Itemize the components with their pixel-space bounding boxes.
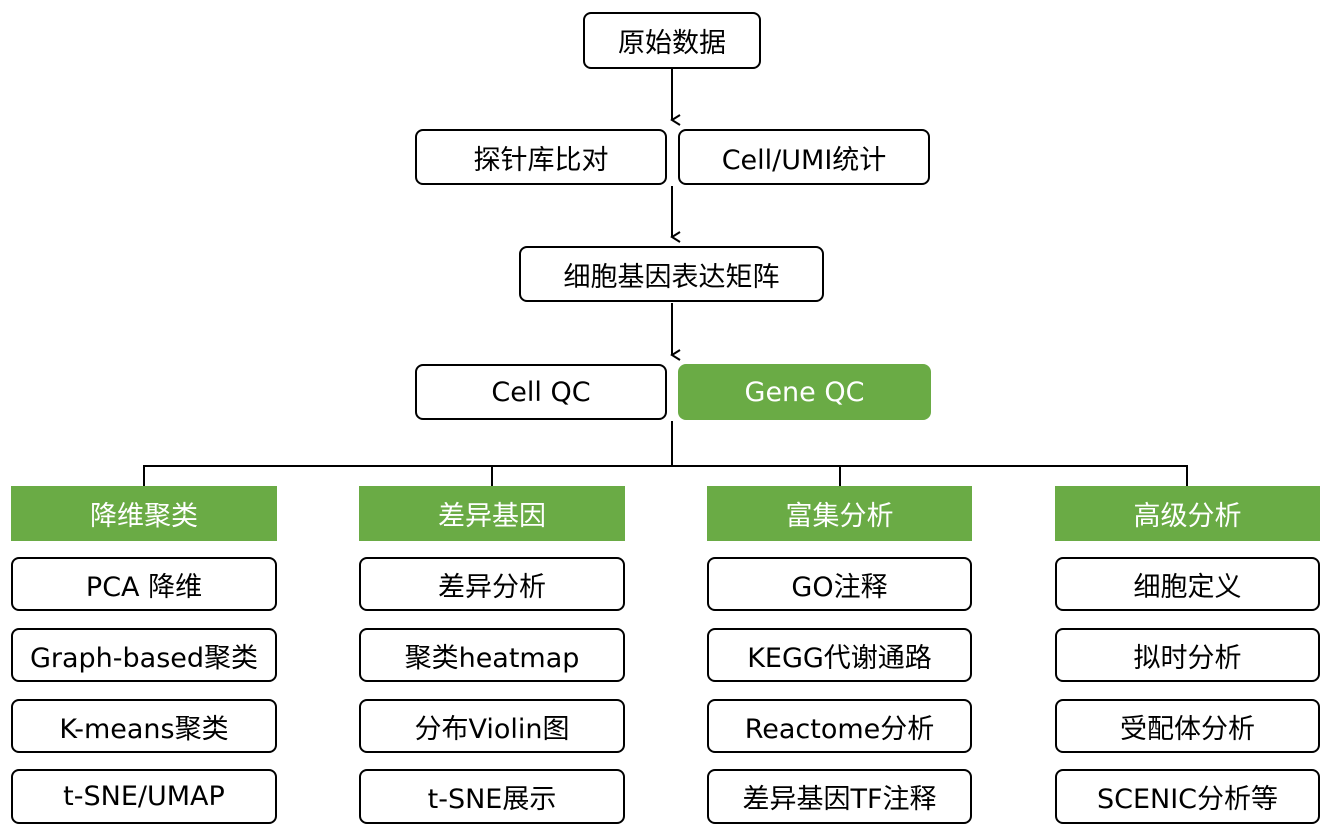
list-item: K-means聚类 xyxy=(11,699,277,753)
gene-qc-node: Gene QC xyxy=(678,364,931,420)
list-item: 分布Violin图 xyxy=(359,699,625,753)
list-item: t-SNE/UMAP xyxy=(11,769,277,824)
expression-matrix-node: 细胞基因表达矩阵 xyxy=(519,246,824,302)
list-item: PCA 降维 xyxy=(11,557,277,611)
column-header-deg: 差异基因 xyxy=(359,486,625,541)
list-item: Reactome分析 xyxy=(707,699,972,753)
list-item: GO注释 xyxy=(707,557,972,611)
column-header-dimred: 降维聚类 xyxy=(11,486,277,541)
list-item: 拟时分析 xyxy=(1055,628,1320,682)
cell-qc-node: Cell QC xyxy=(415,364,667,420)
list-item: KEGG代谢通路 xyxy=(707,628,972,682)
column-header-enrichment: 富集分析 xyxy=(707,486,972,541)
list-item: 受配体分析 xyxy=(1055,699,1320,753)
list-item: 聚类heatmap xyxy=(359,628,625,682)
column-header-advanced: 高级分析 xyxy=(1055,486,1320,541)
list-item: t-SNE展示 xyxy=(359,769,625,824)
list-item: SCENIC分析等 xyxy=(1055,769,1320,824)
list-item: 细胞定义 xyxy=(1055,557,1320,611)
cell-umi-stats-node: Cell/UMI统计 xyxy=(678,129,930,185)
list-item: Graph-based聚类 xyxy=(11,628,277,682)
list-item: 差异基因TF注释 xyxy=(707,769,972,824)
list-item: 差异分析 xyxy=(359,557,625,611)
probe-alignment-node: 探针库比对 xyxy=(415,129,667,185)
raw-data-node: 原始数据 xyxy=(583,12,761,69)
